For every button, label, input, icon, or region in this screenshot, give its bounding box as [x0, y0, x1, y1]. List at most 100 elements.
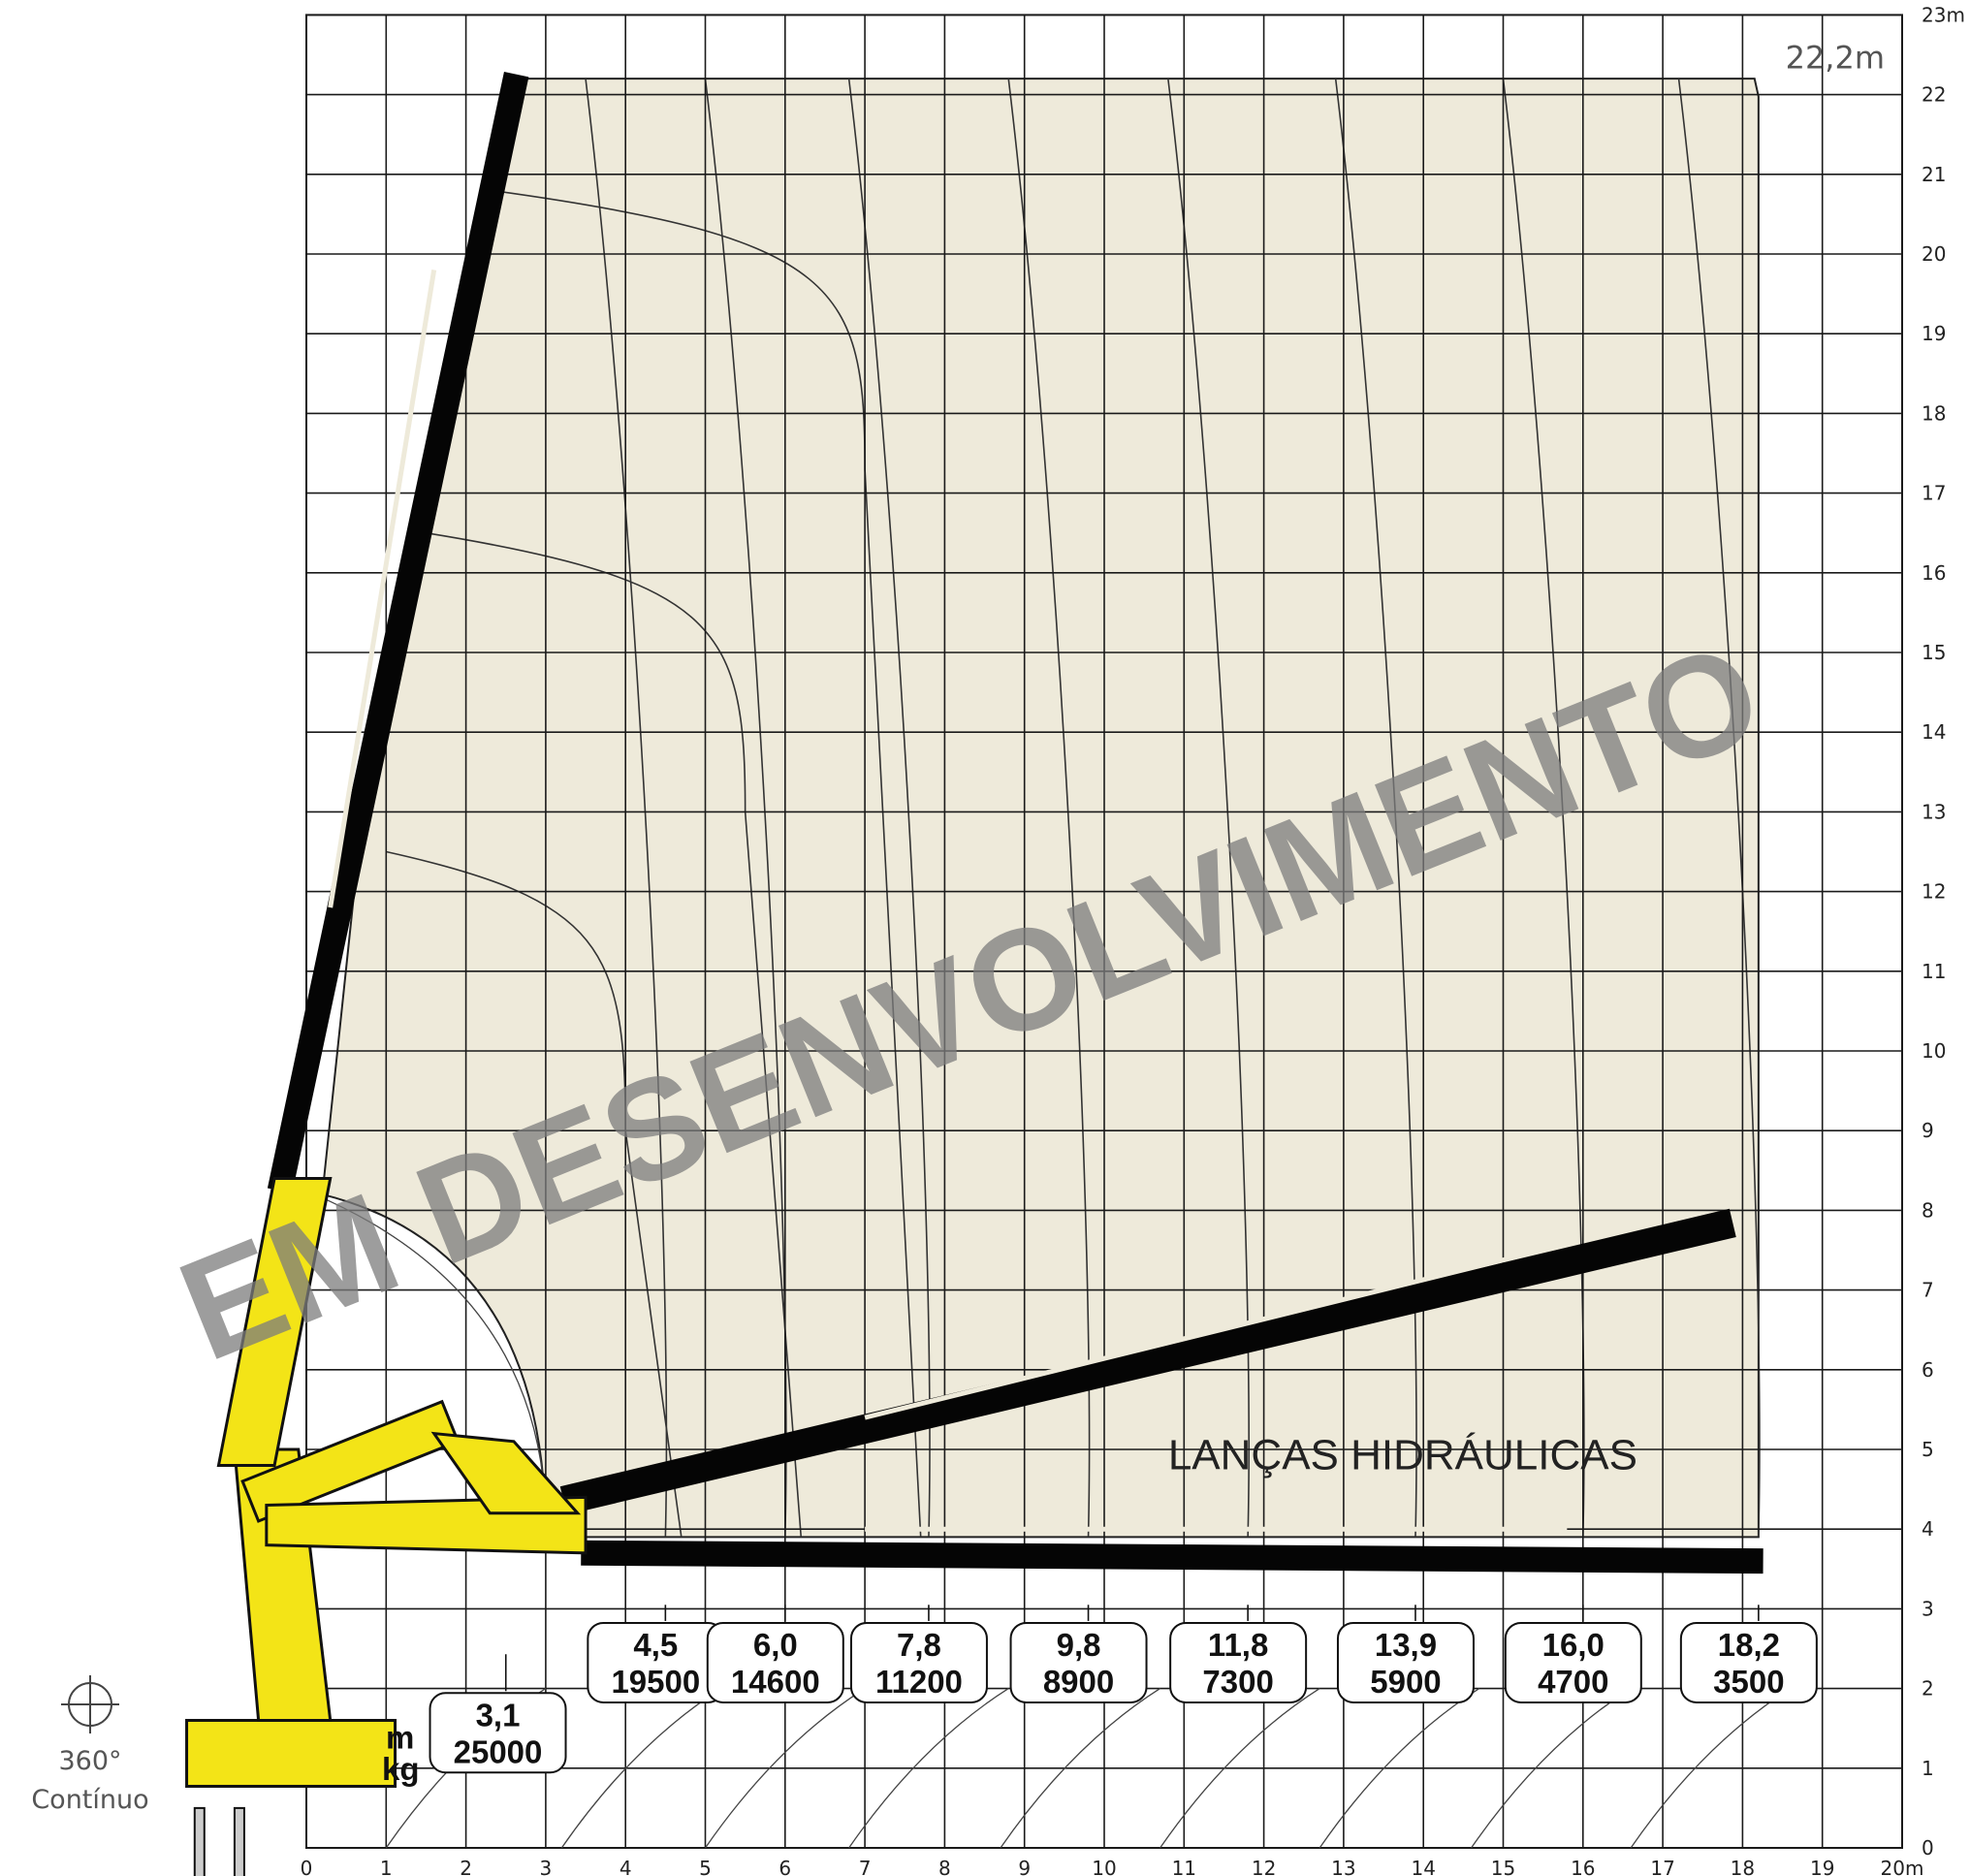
capacity-box — [1504, 1621, 1642, 1703]
crane-base — [185, 1718, 397, 1788]
chart-frame — [305, 14, 1903, 1849]
y-tick-label: 3 — [1922, 1597, 1934, 1620]
isoline — [1334, 79, 1417, 1538]
capacity-box — [1169, 1621, 1308, 1703]
x-tick-label: 20m — [1881, 1857, 1924, 1876]
isoline — [585, 79, 668, 1538]
x-tick-label: 11 — [1172, 1857, 1196, 1876]
capacity-reach: 16,0 — [1542, 1627, 1605, 1663]
x-tick-label: 6 — [778, 1857, 791, 1876]
capacity-reach: 13,9 — [1375, 1627, 1437, 1663]
capacity-box — [1009, 1621, 1148, 1703]
inner-radius-guide — [313, 1193, 547, 1513]
isoline-inner — [386, 850, 683, 1538]
rotation-360-icon — [61, 1675, 119, 1733]
capacity-reach: 9,8 — [1057, 1627, 1101, 1663]
outrigger-leg — [233, 1806, 245, 1876]
chart-title: LANÇAS HIDRÁULICAS — [1168, 1432, 1637, 1479]
y-tick-label: 7 — [1922, 1279, 1934, 1302]
unit-reach-label: m — [386, 1719, 414, 1755]
y-tick-label: 21 — [1922, 163, 1946, 186]
x-tick-label: 8 — [938, 1857, 951, 1876]
capacity-load: 19500 — [611, 1664, 700, 1700]
x-tick-label: 9 — [1018, 1857, 1031, 1876]
x-tick-label: 15 — [1491, 1857, 1515, 1876]
y-tick-label: 23m — [1922, 3, 1965, 26]
boom-inclined — [559, 1208, 1736, 1515]
capacity-boxes: 3,1250004,5195006,0146007,8112009,889001… — [429, 1605, 1818, 1774]
rotation-mode: Contínuo — [31, 1785, 148, 1815]
outrigger-leg — [193, 1806, 206, 1876]
isoline — [1167, 79, 1250, 1538]
y-tick-label: 4 — [1922, 1517, 1934, 1541]
y-tick-label: 12 — [1922, 880, 1946, 904]
capacity-reach: 18,2 — [1718, 1627, 1780, 1663]
radius-guide — [848, 1688, 1009, 1849]
y-tick-label: 15 — [1922, 641, 1946, 664]
x-tick-label: 2 — [460, 1857, 472, 1876]
knuckle-arm-4 — [430, 1431, 582, 1515]
capacity-reach: 3,1 — [476, 1697, 521, 1733]
boom-inclined-slot — [864, 1248, 1544, 1420]
capacity-box — [1679, 1621, 1818, 1703]
radius-guide — [704, 1688, 866, 1849]
y-tick-label: 14 — [1922, 720, 1946, 744]
x-tick-label: 16 — [1571, 1857, 1595, 1876]
x-tick-label: 17 — [1650, 1857, 1674, 1876]
y-tick-label: 8 — [1922, 1198, 1934, 1222]
capacity-load: 3500 — [1713, 1664, 1784, 1700]
crane-booms — [267, 71, 1763, 1574]
capacity-box — [849, 1621, 988, 1703]
y-tick-label: 9 — [1922, 1119, 1934, 1142]
y-tick-label: 5 — [1922, 1438, 1934, 1461]
x-tick-label: 5 — [699, 1857, 712, 1876]
crane-body — [185, 1177, 588, 1876]
y-tick-label: 18 — [1922, 401, 1946, 425]
capacity-load: 7300 — [1202, 1664, 1273, 1700]
y-tick-label: 16 — [1922, 561, 1946, 585]
y-tick-label: 20 — [1922, 242, 1946, 266]
x-tick-label: 4 — [620, 1857, 632, 1876]
capacity-load: 8900 — [1043, 1664, 1114, 1700]
capacity-load: 25000 — [454, 1733, 543, 1769]
x-tick-label: 3 — [540, 1857, 553, 1876]
x-tick-label: 19 — [1810, 1857, 1834, 1876]
capacity-load: 4700 — [1538, 1664, 1608, 1700]
capacity-box — [429, 1692, 567, 1774]
isoline — [1677, 79, 1761, 1538]
capacity-load: 14600 — [731, 1664, 820, 1700]
y-tick-label: 19 — [1922, 322, 1946, 345]
x-tick-label: 12 — [1252, 1857, 1276, 1876]
capacity-reach: 4,5 — [633, 1627, 678, 1663]
x-tick-label: 14 — [1411, 1857, 1435, 1876]
capacity-load: 11200 — [875, 1664, 963, 1700]
isoline-inner — [490, 189, 922, 1538]
x-tick-label: 1 — [380, 1857, 393, 1876]
boom-vertical-slot — [328, 270, 437, 908]
rotation-indicator: 360° Contínuo — [31, 1675, 149, 1815]
y-tick-label: 11 — [1922, 960, 1946, 983]
capacity-load: 5900 — [1370, 1664, 1441, 1700]
x-tick-label: 10 — [1092, 1857, 1116, 1876]
capacity-box — [706, 1621, 844, 1703]
radius-guide — [1000, 1688, 1160, 1849]
y-tick-label: 0 — [1922, 1836, 1934, 1860]
y-tick-label: 10 — [1922, 1039, 1946, 1063]
x-tick-label: 0 — [301, 1857, 313, 1876]
isoline — [847, 79, 931, 1538]
unit-load-label: kg — [382, 1751, 420, 1787]
y-tick-label: 2 — [1922, 1677, 1934, 1701]
y-tick-label: 22 — [1922, 83, 1946, 107]
max-height-label: 22,2m — [1786, 39, 1885, 76]
x-tick-label: 7 — [859, 1857, 872, 1876]
x-tick-label: 13 — [1331, 1857, 1355, 1876]
capacity-box — [1336, 1621, 1475, 1703]
capacity-reach: 11,8 — [1208, 1627, 1268, 1663]
y-tick-label: 1 — [1922, 1757, 1934, 1780]
isoline-inner — [426, 531, 803, 1538]
knuckle-arm-1 — [216, 1177, 333, 1467]
x-tick-label: 18 — [1731, 1857, 1755, 1876]
